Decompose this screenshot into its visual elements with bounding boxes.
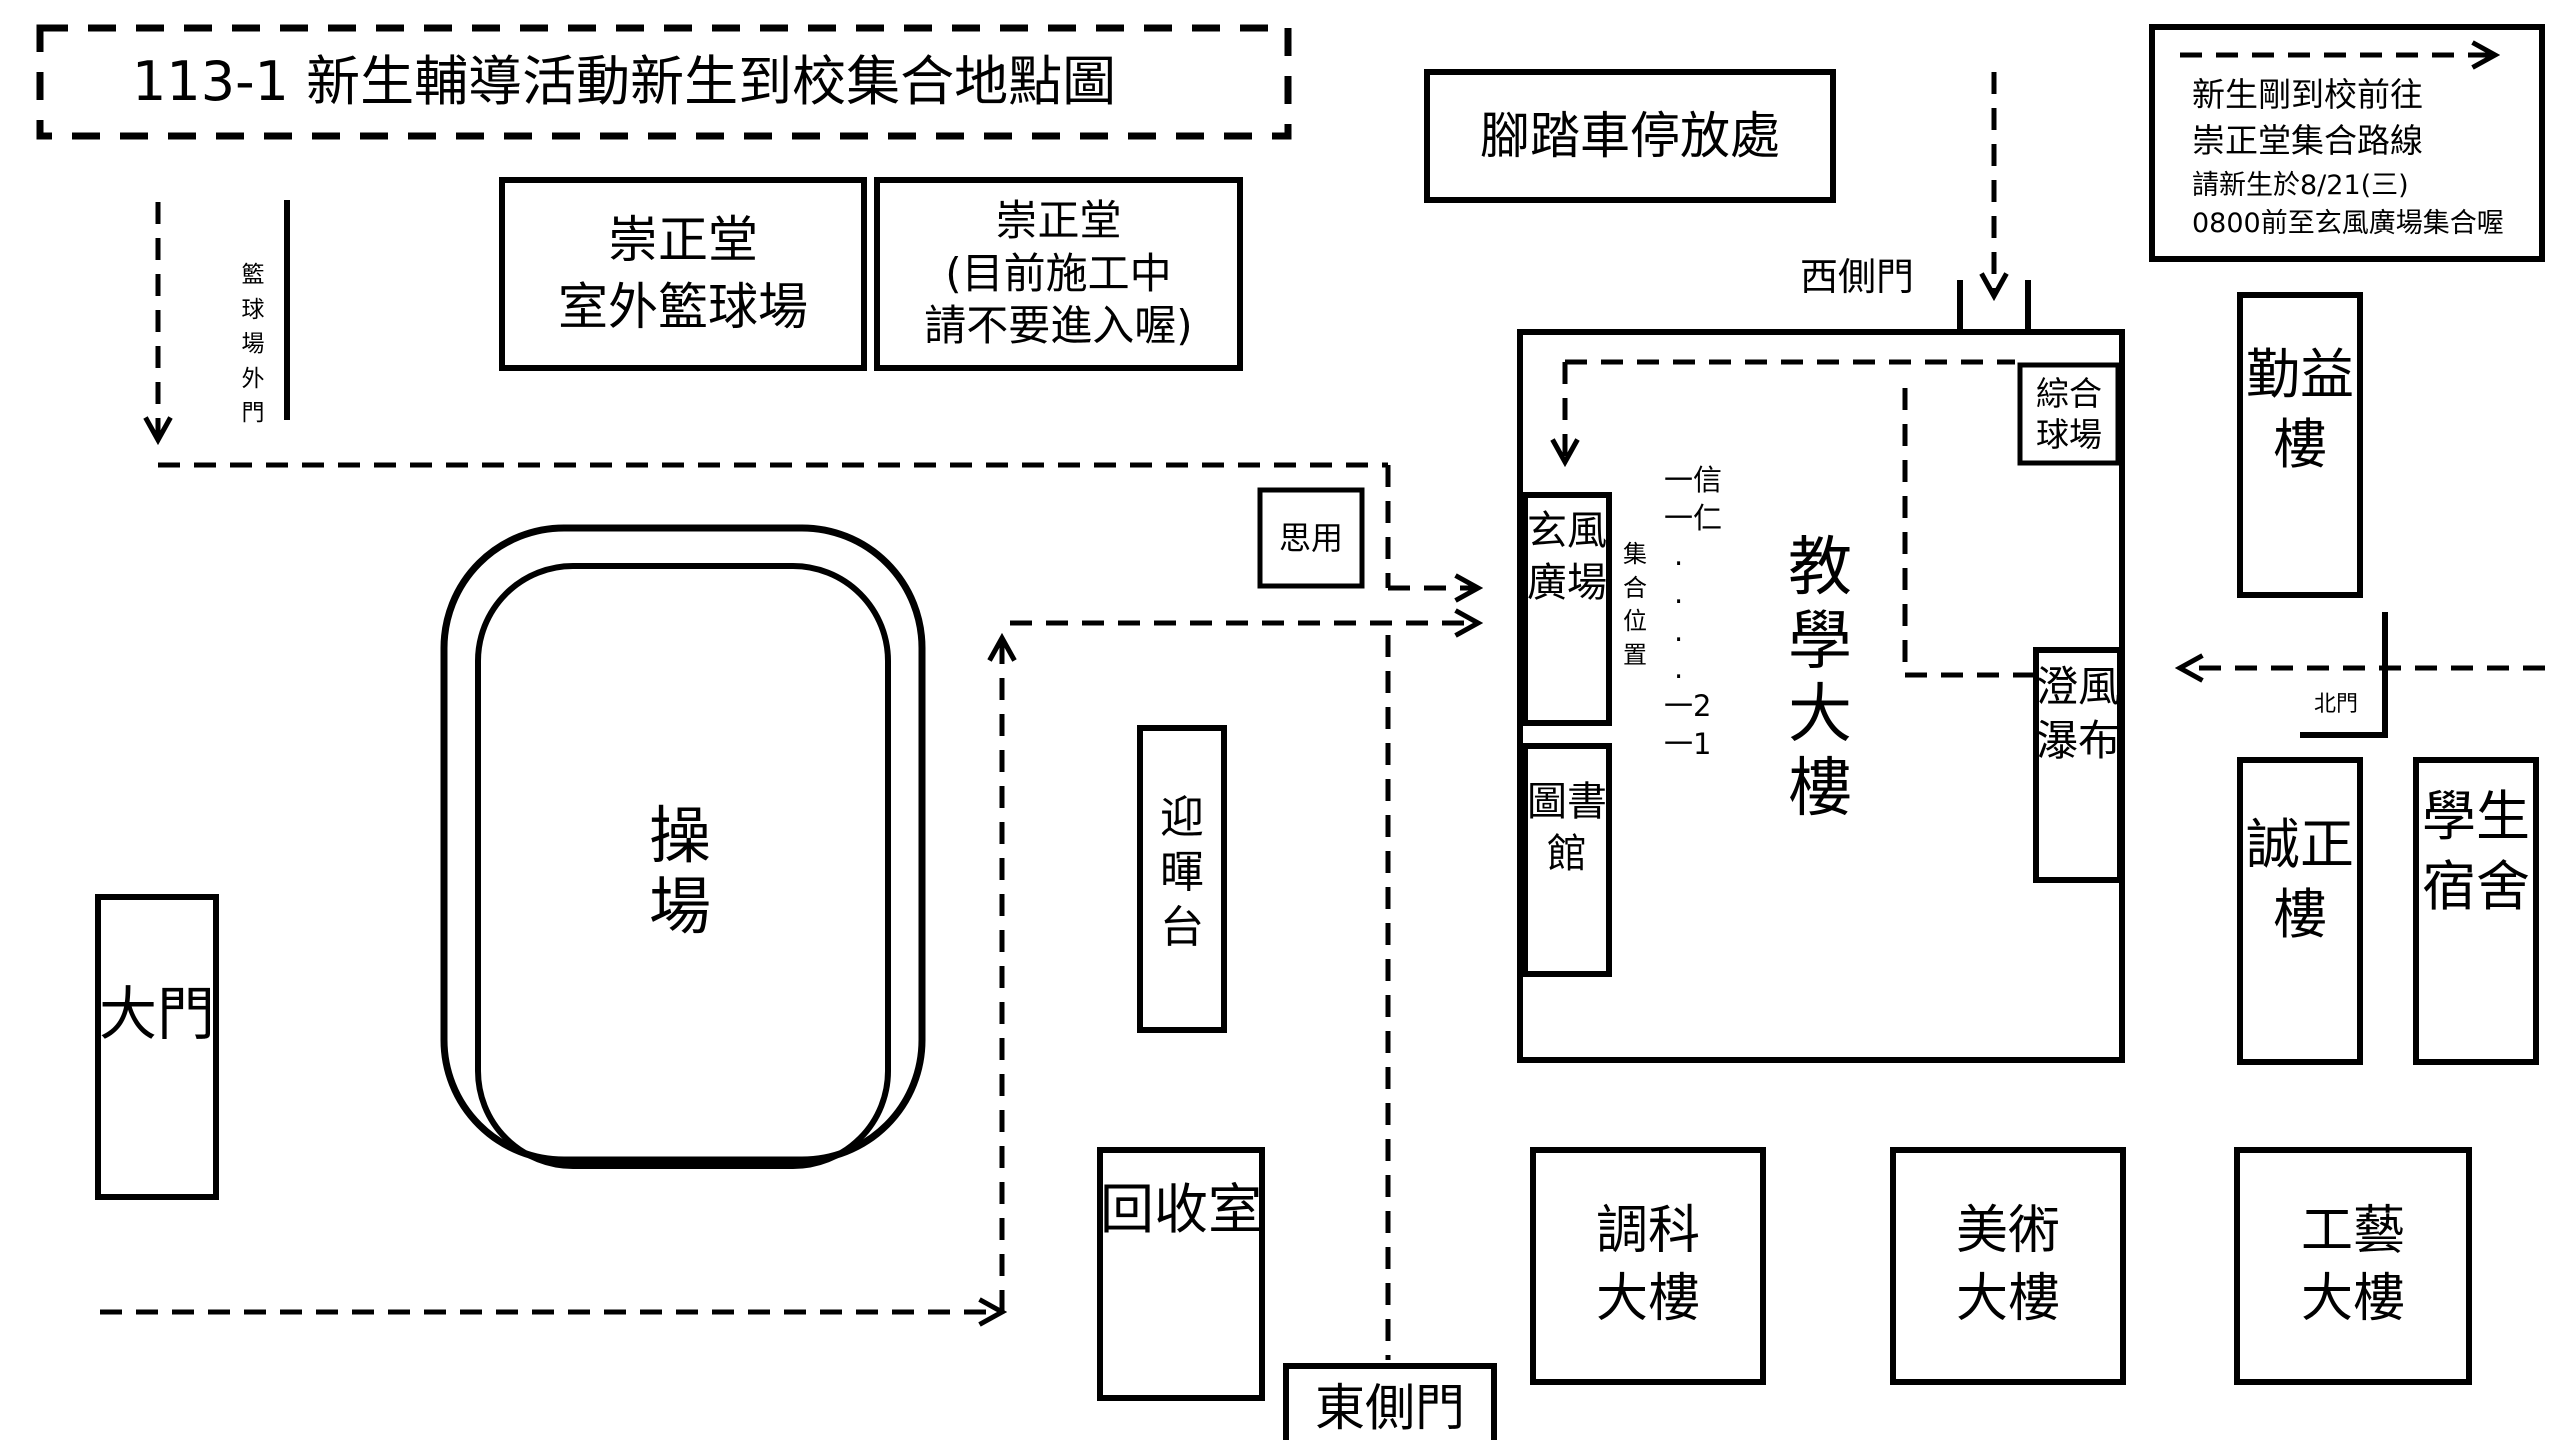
chengfeng-label: 澄風瀑布 xyxy=(2036,662,2121,765)
chongzheng-hall-line-2: (目前施工中 xyxy=(945,248,1172,298)
main-gate-label: 大門 xyxy=(98,980,215,1048)
field-label: 操場 xyxy=(648,799,711,944)
xuanfeng-box xyxy=(1522,492,1612,726)
class-item: . xyxy=(1674,538,1684,573)
legend-line-2: 崇正堂集合路線 xyxy=(2192,121,2423,160)
qinyi-box xyxy=(2237,292,2363,598)
chongzheng-hall-label: 崇正堂 (目前施工中 請不要進入喔) xyxy=(877,180,1240,368)
crafts-box xyxy=(2234,1147,2472,1385)
chongzheng-court-box xyxy=(499,177,867,371)
chongzheng-hall-line-1: 崇正堂 xyxy=(995,196,1122,246)
class-item: 一1 xyxy=(1664,726,1712,761)
diaoke-label: 調科 大樓 xyxy=(1533,1150,1763,1382)
west-gate-label: 西側門 xyxy=(1800,255,1915,299)
map-title: 113-1 新生輔導活動新生到校集合地點圖 xyxy=(132,50,1117,113)
recycle-box xyxy=(1097,1147,1265,1401)
title-box xyxy=(36,24,1292,140)
siyong-box xyxy=(1257,487,1365,589)
chongzheng-court-line-2: 室外籃球場 xyxy=(558,278,808,336)
multi-court-line-2: 球場 xyxy=(2036,415,2102,454)
assembly-label: 集合位置 xyxy=(1623,540,1647,669)
arts-label: 美術 大樓 xyxy=(1893,1150,2123,1382)
chongzheng-hall-box xyxy=(874,177,1243,371)
class-list: 一信 一仁 . . . . 一2 一1 xyxy=(1664,462,1744,762)
chengzheng-label: 誠正樓 xyxy=(2246,813,2354,947)
yinghui-label: 迎暉台 xyxy=(1160,792,1204,953)
library-box xyxy=(1522,743,1612,977)
main-gate-box xyxy=(95,894,219,1200)
bike-parking-label: 腳踏車停放處 xyxy=(1480,107,1780,165)
track-outer xyxy=(440,524,926,1164)
yinghui-box xyxy=(1137,725,1227,1033)
teaching-label: 教學大樓 xyxy=(1788,531,1852,826)
bike-parking-box xyxy=(1424,69,1836,203)
library-label: 圖書館 xyxy=(1527,779,1607,877)
qinyi-label: 勤益樓 xyxy=(2246,343,2354,477)
class-item: 一信 xyxy=(1664,463,1723,497)
chongzheng-court-line-1: 崇正堂 xyxy=(608,210,758,269)
class-item: . xyxy=(1674,651,1684,686)
arts-box xyxy=(1890,1147,2126,1385)
diaoke-line-1: 調科 xyxy=(1595,1201,1700,1262)
legend-box xyxy=(2149,24,2545,262)
basketball-gate-label: 籃球場外門 xyxy=(241,262,265,426)
diaoke-box xyxy=(1530,1147,1766,1385)
legend-line-3: 請新生於8/21(三) xyxy=(2192,170,2409,201)
arts-line-2: 大樓 xyxy=(1955,1269,2060,1329)
class-item: 一仁 xyxy=(1664,500,1723,535)
crafts-line-2: 大樓 xyxy=(2300,1269,2405,1329)
legend-line-1: 新生剛到校前往 xyxy=(2192,75,2423,114)
diaoke-line-2: 大樓 xyxy=(1595,1269,1700,1329)
class-item: . xyxy=(1674,613,1684,648)
multi-court-line-1: 綜合 xyxy=(2036,373,2102,413)
multi-court-label: 綜合 球場 xyxy=(2020,365,2118,463)
recycle-label: 回收室 xyxy=(1100,1178,1262,1241)
crafts-label: 工藝 大樓 xyxy=(2237,1150,2469,1382)
arts-line-1: 美術 xyxy=(1955,1201,2060,1262)
chongzheng-court-label: 崇正堂 室外籃球場 xyxy=(502,180,864,368)
class-item: . xyxy=(1674,576,1684,611)
crafts-line-1: 工藝 xyxy=(2300,1201,2405,1262)
dorm-label: 學生宿舍 xyxy=(2422,785,2530,919)
track-inner xyxy=(475,563,891,1169)
east-gate-label: 東側門 xyxy=(1315,1379,1465,1437)
multi-court-box xyxy=(2017,362,2121,466)
siyong-label: 思用 xyxy=(1278,519,1343,557)
east-gate-box xyxy=(1283,1363,1497,1440)
class-item: 一2 xyxy=(1664,689,1712,724)
xuanfeng-label: 玄風廣場 xyxy=(1527,508,1607,606)
chengfeng-box xyxy=(2033,647,2123,883)
dorm-box xyxy=(2413,757,2539,1065)
chongzheng-hall-line-3: 請不要進入喔) xyxy=(924,301,1193,351)
legend-line-4: 0800前至玄風廣場集合喔 xyxy=(2192,208,2504,239)
north-gate-label: 北門 xyxy=(2314,692,2359,717)
chengzheng-box xyxy=(2237,757,2363,1065)
